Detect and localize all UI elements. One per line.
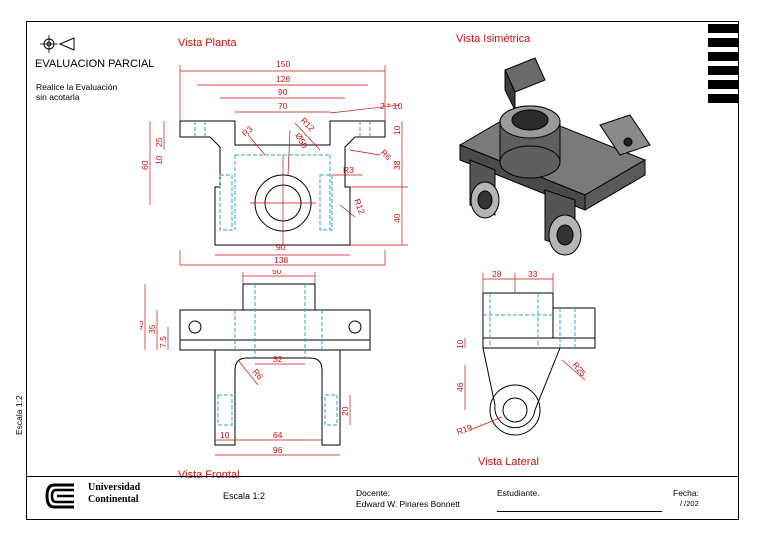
dim-dia50: Ø50 — [293, 131, 310, 150]
front-view-drawing: 50 45 35 7.5 32 R6 20 10 64 96 — [140, 270, 371, 456]
dim-90: 90 — [278, 87, 288, 97]
dim-r6: R6 — [379, 147, 394, 162]
dim-150: 150 — [276, 59, 290, 69]
dim-40: 40 — [392, 213, 402, 223]
title-block — [26, 476, 739, 520]
university-logo-icon — [45, 483, 74, 509]
dim-10-right: 10 — [392, 125, 402, 135]
instruction-line-1: Realice la Evaluación — [36, 82, 118, 92]
side-dim-46: 46 — [455, 382, 465, 392]
side-view-drawing: 28 33 10 46 R25 R19 — [455, 269, 596, 437]
side-dim-r19: R19 — [455, 422, 473, 437]
dim-10-left: 10 — [154, 155, 164, 165]
dim-138: 138 — [274, 255, 288, 265]
drawing-sheet — [26, 21, 739, 520]
front-dim-35: 35 — [147, 324, 157, 334]
student-signature-line — [497, 511, 662, 512]
student-label: Estudiante. — [497, 488, 540, 498]
side-dim-28: 28 — [492, 269, 502, 279]
dim-r12-b: R12 — [352, 197, 367, 215]
date-value: / /202 — [680, 499, 699, 508]
view-title-planta: Vista Planta — [178, 37, 237, 49]
projection-symbol-icon — [40, 35, 75, 53]
front-dim-7-5: 7.5 — [158, 336, 168, 348]
view-title-isometrica: Vista Isimétrica — [456, 33, 531, 45]
dim-60: 60 — [140, 160, 150, 170]
sheet-edge-stripes — [708, 24, 738, 103]
front-dim-10: 10 — [220, 430, 230, 440]
side-scale-label: Escala 1:2 — [14, 395, 24, 435]
university-name-line-1: Universidad — [88, 482, 141, 493]
dim-126: 126 — [276, 74, 290, 84]
front-dim-45: 45 — [140, 320, 145, 330]
front-dim-32: 32 — [273, 354, 283, 364]
front-dim-50: 50 — [272, 270, 282, 276]
docente-label: Docente: — [356, 488, 391, 498]
footer-scale: Escala 1:2 — [223, 491, 266, 501]
front-dim-96: 96 — [273, 445, 283, 455]
plan-view-drawing: 150 126 90 70 2 * 10 R3 Ø50 R12 R6 R3 R1… — [140, 59, 408, 266]
front-dim-r6: R6 — [250, 367, 265, 382]
view-title-lateral: Vista Lateral — [478, 456, 539, 468]
side-dim-33: 33 — [528, 269, 538, 279]
isometric-view-drawing — [458, 57, 651, 256]
dim-2x10: 2 * 10 — [380, 101, 402, 111]
dim-90-bottom: 90 — [276, 242, 286, 252]
university-name-line-2: Continental — [88, 494, 139, 505]
front-dim-64: 64 — [273, 430, 283, 440]
view-title-frontal: Vista Frontal — [178, 469, 240, 481]
instruction-line-2: sin acotarla — [36, 92, 80, 102]
docente-name: Edward W. Pinares Bonnett — [356, 499, 460, 509]
side-dim-10: 10 — [455, 339, 465, 349]
date-label: Fecha: — [673, 488, 699, 498]
dim-38: 38 — [392, 160, 402, 170]
sheet-title: EVALUACION PARCIAL — [35, 58, 155, 70]
front-dim-20: 20 — [340, 406, 350, 416]
dim-25: 25 — [154, 137, 164, 147]
dim-r3-a: R3 — [240, 124, 255, 139]
dim-70: 70 — [278, 101, 288, 111]
dim-r3-b: R3 — [343, 165, 354, 175]
side-dim-r25: R25 — [570, 360, 588, 379]
